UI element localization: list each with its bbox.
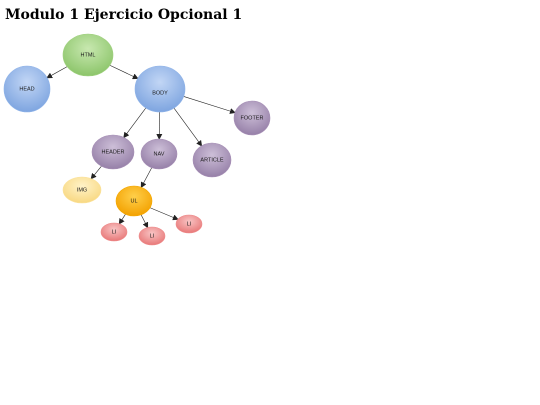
node-ul-label: UL	[130, 198, 137, 204]
node-li3-label: LI	[187, 221, 192, 227]
node-footer-shape	[233, 100, 271, 136]
edge-ul-li3	[149, 207, 179, 221]
edge-nav-ul	[140, 167, 152, 189]
node-footer: FOOTER	[233, 100, 271, 136]
edge-html-head	[46, 66, 68, 79]
page-title: Modulo 1 Ejercicio Opcional 1	[5, 7, 243, 23]
node-header-shape	[91, 134, 135, 170]
node-img-shape	[62, 176, 102, 204]
node-li1-label: LI	[112, 229, 117, 235]
edge-header-img	[90, 165, 102, 180]
node-body-shape	[134, 65, 186, 113]
node-body: BODY	[134, 65, 186, 113]
node-article-shape	[192, 142, 232, 178]
edge-body-header	[123, 107, 147, 139]
node-footer-label: FOOTER	[241, 115, 264, 121]
node-li3: LI	[175, 214, 203, 234]
node-li2-shape	[138, 226, 166, 246]
edge-body-article	[173, 107, 203, 147]
node-li3-shape	[175, 214, 203, 234]
node-body-label: BODY	[152, 90, 168, 96]
node-nav-label: NAV	[154, 151, 165, 157]
node-nav: NAV	[140, 138, 178, 170]
node-li1-shape	[100, 222, 128, 242]
node-header-label: HEADER	[102, 149, 125, 155]
node-li1: LI	[100, 222, 128, 242]
node-article: ARTICLE	[192, 142, 232, 178]
node-head-label: HEAD	[19, 86, 34, 92]
node-li2-label: LI	[150, 233, 155, 239]
node-head-shape	[3, 65, 51, 113]
node-img-label: IMG	[77, 187, 87, 193]
node-li2: LI	[138, 226, 166, 246]
node-html-label: HTML	[81, 52, 96, 58]
node-img: IMG	[62, 176, 102, 204]
edge-ul-li1	[118, 214, 126, 225]
node-head: HEAD	[3, 65, 51, 113]
node-html-shape	[62, 33, 114, 77]
node-article-label: ARTICLE	[200, 157, 223, 163]
node-ul: UL	[115, 185, 153, 217]
node-html: HTML	[62, 33, 114, 77]
node-header: HEADER	[91, 134, 135, 170]
edge-html-body	[109, 65, 139, 80]
edge-ul-li2	[140, 214, 149, 229]
node-ul-shape	[115, 185, 153, 217]
edge-body-footer	[183, 96, 236, 114]
node-nav-shape	[140, 138, 178, 170]
